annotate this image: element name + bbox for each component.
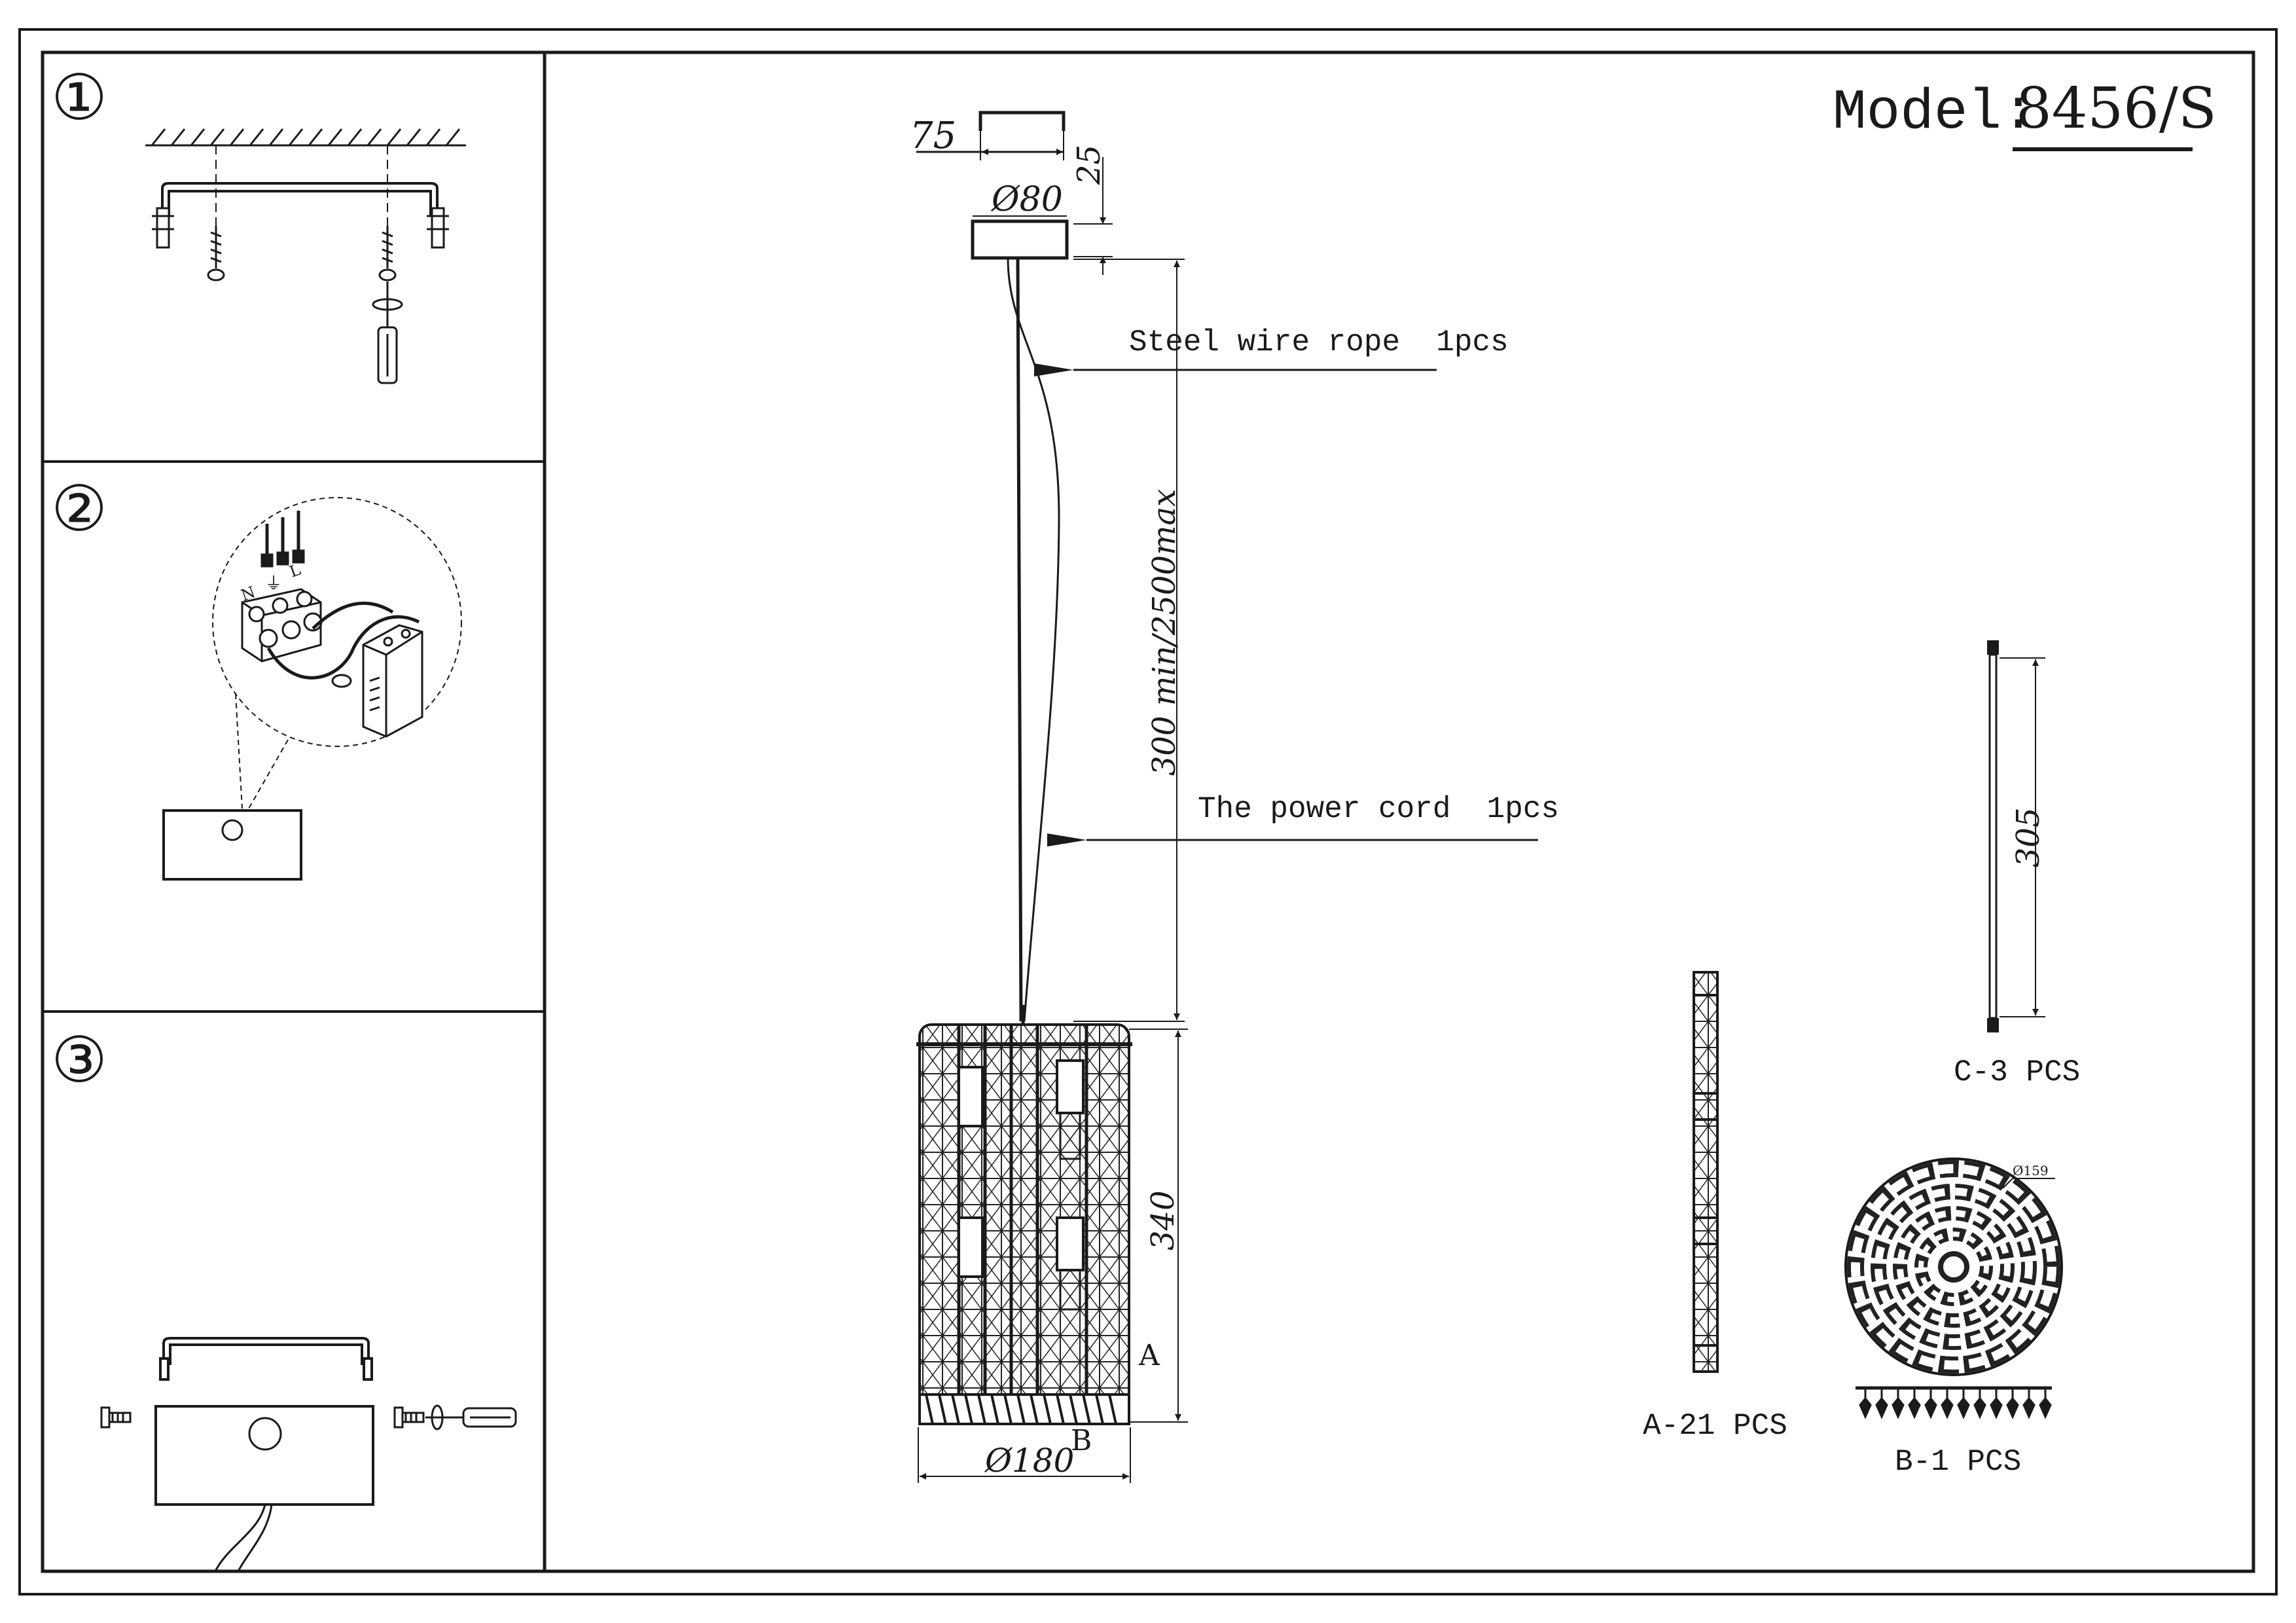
model-number: 8456/S — [2016, 76, 2217, 141]
cable-hole — [221, 819, 243, 841]
bracket-width-label: 75 — [910, 115, 956, 157]
step-2-panel: ② N ⏚ L — [51, 472, 462, 881]
inner-frame — [41, 50, 2255, 1573]
body-diameter-label: Ø180 — [984, 1442, 1074, 1480]
live-label: L — [287, 560, 303, 581]
steel-wire-rope — [1016, 257, 1023, 1022]
canopy — [971, 219, 1069, 260]
part-a-label: A-21 PCS — [1643, 1409, 1787, 1443]
main-fixture-drawing: 75 25 Ø80 300 min/2500max Steel wire rop… — [910, 111, 1559, 1483]
marker-b: B — [1071, 1424, 1092, 1457]
terminal-block — [241, 588, 323, 663]
part-b-crystal-disc — [1844, 1158, 2063, 1376]
part-c-label: C-3 PCS — [1954, 1055, 2080, 1089]
body-height-label: 340 — [1145, 1190, 1181, 1250]
mounting-bracket — [159, 1337, 373, 1381]
step-2-number: ② — [51, 472, 107, 545]
supply-wires — [260, 511, 305, 568]
ceiling-bracket — [978, 111, 1066, 131]
bolt-icon — [393, 1406, 425, 1429]
bolt-icon — [100, 1406, 132, 1429]
part-c-rod — [1987, 640, 2045, 1032]
canopy-diameter-label: Ø80 — [990, 180, 1063, 219]
power-cord — [1007, 257, 1060, 1022]
model-title: Model: 8456/S — [1833, 76, 2217, 151]
model-label: Model: — [1833, 81, 2036, 145]
power-cord-callout: The power cord 1pcs — [1198, 792, 1559, 826]
connector-box — [362, 624, 423, 738]
part-b-drop-row — [1856, 1386, 2052, 1419]
step-3-number: ③ — [51, 1023, 107, 1097]
ceiling-hatch — [145, 128, 466, 147]
screw-icon — [378, 226, 397, 282]
marker-a: A — [1138, 1339, 1160, 1372]
screwdriver-icon — [372, 282, 403, 384]
screwdriver-icon — [425, 1404, 517, 1431]
pendant-body — [916, 1005, 1132, 1425]
part-c-length-label: 305 — [2010, 807, 2047, 867]
bracket-bolt-right — [427, 207, 449, 249]
step-1-number: ① — [51, 61, 107, 134]
cable-hole — [248, 1417, 282, 1451]
wiring-zoom-bubble — [212, 497, 462, 809]
screw-icon — [207, 226, 225, 282]
wire-rope-callout: Steel wire rope 1pcs — [1129, 325, 1509, 359]
part-b-diameter-label: Ø159 — [2013, 1163, 2049, 1178]
step-3-panel: ③ — [51, 1023, 517, 1571]
part-b-label: B-1 PCS — [1895, 1445, 2021, 1479]
bracket-height-label: 25 — [1071, 145, 1107, 185]
suspension-length-label: 300 min/2500max — [1146, 489, 1183, 776]
part-a-crystal-strip — [1693, 971, 1719, 1373]
lamp-leads — [266, 601, 420, 680]
earth-label: ⏚ — [265, 574, 282, 594]
earth-ring — [331, 674, 352, 688]
step-1-panel: ① — [51, 61, 466, 384]
outer-frame — [18, 28, 2278, 1596]
bracket-bolt-left — [152, 207, 174, 249]
power-cord-leads — [215, 1504, 273, 1571]
mounting-bracket — [161, 145, 439, 262]
